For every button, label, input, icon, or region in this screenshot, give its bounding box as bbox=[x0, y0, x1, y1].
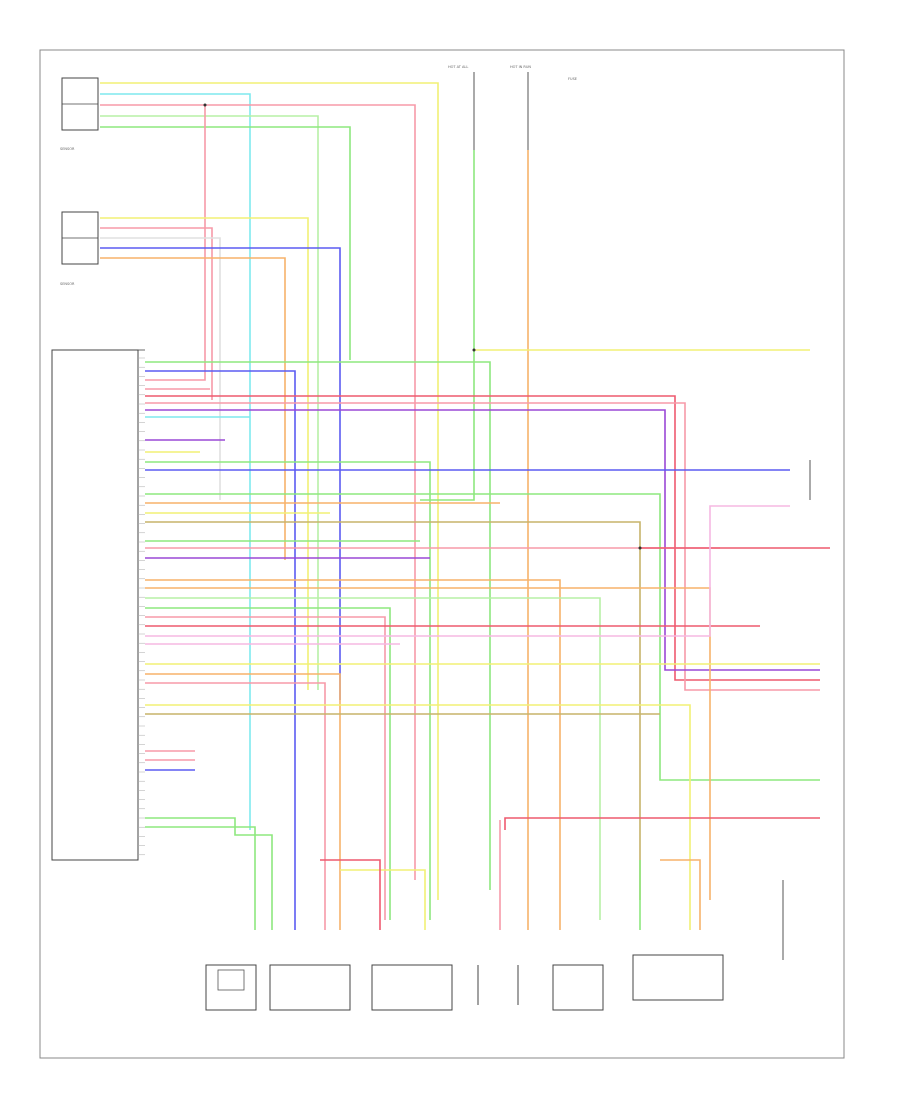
wire-layer bbox=[100, 82, 830, 930]
wire bbox=[320, 859, 381, 930]
wire bbox=[100, 93, 251, 830]
junction-dots bbox=[203, 103, 642, 550]
wire bbox=[145, 817, 273, 930]
wire bbox=[145, 461, 431, 920]
wire bbox=[145, 402, 820, 691]
svg-text:HOT IN RUN: HOT IN RUN bbox=[510, 65, 531, 69]
wire bbox=[100, 115, 319, 690]
wire bbox=[340, 869, 426, 930]
wire bbox=[145, 616, 386, 920]
wire bbox=[145, 395, 820, 681]
wire bbox=[145, 493, 820, 781]
wire bbox=[100, 227, 213, 400]
wire bbox=[145, 826, 256, 930]
fuse-supply-top: HOT AT ALL HOT IN RUN FUSE bbox=[448, 65, 577, 150]
wire bbox=[145, 607, 391, 920]
wire bbox=[100, 126, 351, 360]
wire bbox=[145, 597, 601, 920]
wire bbox=[145, 579, 561, 930]
sensor-connector-second: SENSOR bbox=[60, 211, 99, 286]
component-bottom-3 bbox=[371, 964, 453, 1011]
component-bottom-4 bbox=[477, 965, 519, 1005]
wire bbox=[100, 237, 221, 500]
svg-text:SENSOR: SENSOR bbox=[60, 147, 75, 151]
wire bbox=[100, 82, 439, 900]
wire bbox=[145, 505, 790, 637]
wire bbox=[660, 859, 701, 930]
svg-text:HOT AT ALL: HOT AT ALL bbox=[448, 65, 468, 69]
wire bbox=[100, 104, 416, 880]
wire bbox=[145, 673, 341, 930]
component-bottom-6 bbox=[632, 954, 724, 1001]
component-bottom-5 bbox=[552, 964, 604, 1011]
wire bbox=[100, 257, 286, 560]
main-module-block bbox=[51, 349, 145, 861]
module-pin-lines bbox=[138, 357, 145, 856]
wire bbox=[504, 817, 820, 830]
svg-text:FUSE: FUSE bbox=[568, 77, 577, 81]
component-bottom-1 bbox=[205, 964, 257, 1011]
junction-dot bbox=[472, 348, 476, 352]
wire bbox=[100, 217, 309, 690]
sensor-connector-top: SENSOR bbox=[60, 77, 99, 151]
wire bbox=[145, 587, 711, 900]
wire bbox=[145, 105, 206, 381]
wire bbox=[145, 521, 641, 900]
wire bbox=[145, 409, 820, 671]
wire bbox=[145, 704, 691, 930]
junction-dot bbox=[638, 546, 642, 550]
svg-text:SENSOR: SENSOR bbox=[60, 282, 75, 286]
wire bbox=[420, 150, 475, 501]
wire bbox=[100, 247, 341, 700]
wire bbox=[145, 370, 296, 930]
component-bottom-2 bbox=[269, 964, 351, 1011]
diagram-border bbox=[39, 49, 845, 1059]
junction-dot bbox=[203, 103, 207, 107]
wire bbox=[145, 682, 326, 930]
